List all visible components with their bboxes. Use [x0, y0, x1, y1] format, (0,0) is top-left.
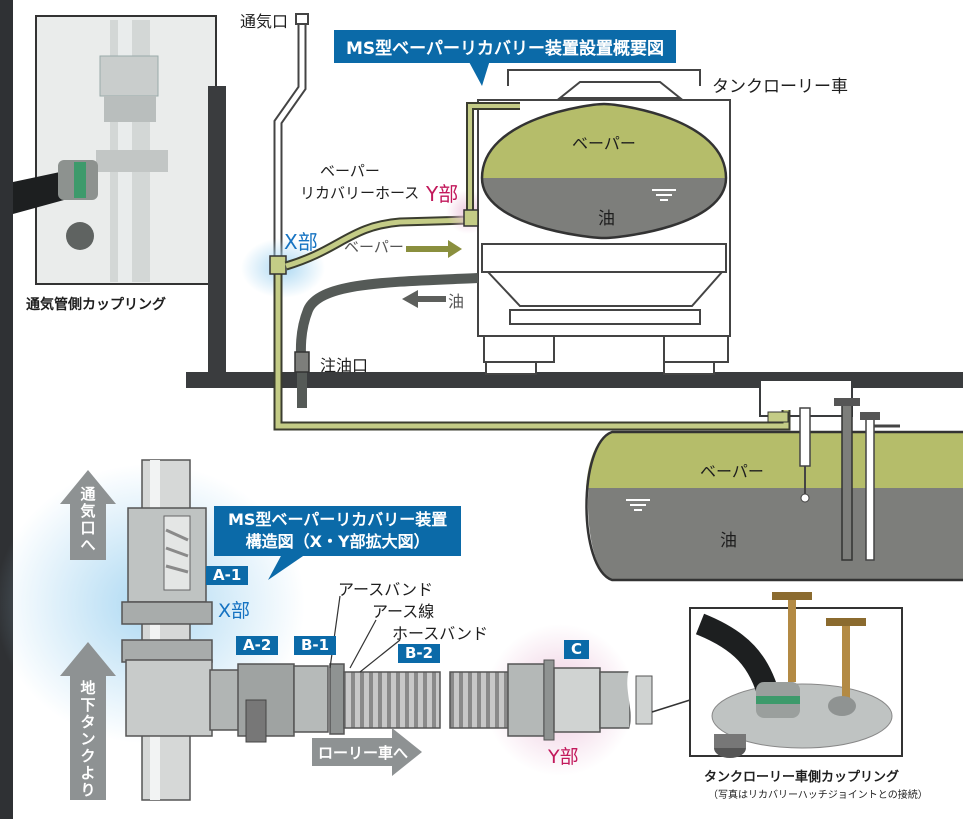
underground-vapor-label: ベーパー [700, 462, 764, 481]
x-joint [269, 255, 287, 275]
vent-coupling-photo [13, 15, 217, 285]
oil-arrow-icon [402, 290, 446, 308]
up-arrow-tank-icon [60, 642, 116, 800]
lorry-oil-label: 油 [598, 209, 615, 229]
x-part-label: X部 [284, 230, 318, 254]
building-wall [208, 86, 226, 372]
lorry-coupling-note: （写真はリカバリーハッチジョイントとの接続） [708, 790, 928, 801]
vent-cap [295, 13, 309, 25]
vapor-arrow-label: ベーパー [344, 238, 404, 256]
y-part-detail-label: Y部 [548, 746, 579, 768]
vent-outlet-label: 通気口 [240, 12, 289, 31]
oil-arrow-label: 油 [448, 292, 465, 311]
vapor-arrow-icon [406, 240, 462, 258]
fill-port-label: 注油口 [320, 356, 369, 375]
tag-a2: A-2 [236, 636, 279, 655]
underground-oil-label: 油 [720, 531, 737, 551]
structure-title-pointer [268, 554, 306, 580]
up-arrow-vent-icon [60, 470, 116, 560]
hose-break-left [441, 669, 451, 731]
tag-c: C [564, 640, 590, 659]
tag-b1: B-1 [294, 636, 337, 655]
x-part-structure [121, 459, 345, 801]
structure-title-line2: 構造図（X・Y部拡大図） [245, 532, 430, 551]
vent-coupling-caption: 通気管側カップリング [26, 297, 166, 313]
structure-title-line1: MS型ベーパーリカバリー装置 [228, 510, 448, 529]
y-part-label: Y部 [426, 182, 459, 206]
vent-pipe-outline [273, 24, 307, 256]
title-pointer [468, 60, 490, 86]
vapor-hose [285, 217, 471, 269]
to-lorry-label: ローリー車へ [318, 744, 409, 762]
fill-port-joint [294, 351, 310, 373]
y-part-structure [507, 659, 653, 741]
leader-earth-band [329, 595, 341, 669]
hose-band-label: ホースバンド [392, 624, 489, 643]
earth-wire-label: アース線 [372, 602, 435, 621]
leader-earth-wire [349, 619, 377, 669]
vapor-hose-label-line2: リカバリーホース [300, 184, 420, 202]
diagram-title: MS型ベーパーリカバリー装置設置概要図 [334, 30, 676, 63]
frame-strip [0, 0, 13, 819]
vent-pipe [275, 24, 305, 256]
to-vent-label: 通気口へ [80, 485, 96, 554]
underground-tank [585, 398, 963, 582]
lorry-coupling-photo [651, 592, 903, 758]
tag-a1: A-1 [206, 566, 249, 585]
structure-title: MS型ベーパーリカバリー装置 構造図（X・Y部拡大図） [214, 506, 462, 556]
hose-coil-b [449, 671, 511, 729]
tank-lorry [463, 69, 731, 375]
earth-band-label: アースバンド [338, 580, 434, 599]
hose-coil-a [343, 671, 441, 729]
x-part-detail-label: X部 [218, 600, 251, 622]
from-tank-label: 地下タンクより [80, 679, 96, 799]
right-arrow-lorry-icon [312, 728, 422, 776]
tank-lorry-label: タンクローリー車 [712, 77, 848, 97]
lorry-vapor-label: ベーパー [572, 134, 636, 153]
tag-b2: B-2 [398, 644, 441, 663]
leader-hose-band [359, 639, 401, 673]
lorry-coupling-caption: タンクローリー車側カップリング [704, 770, 900, 785]
vapor-hose-label-line1: ベーパー [320, 162, 380, 180]
